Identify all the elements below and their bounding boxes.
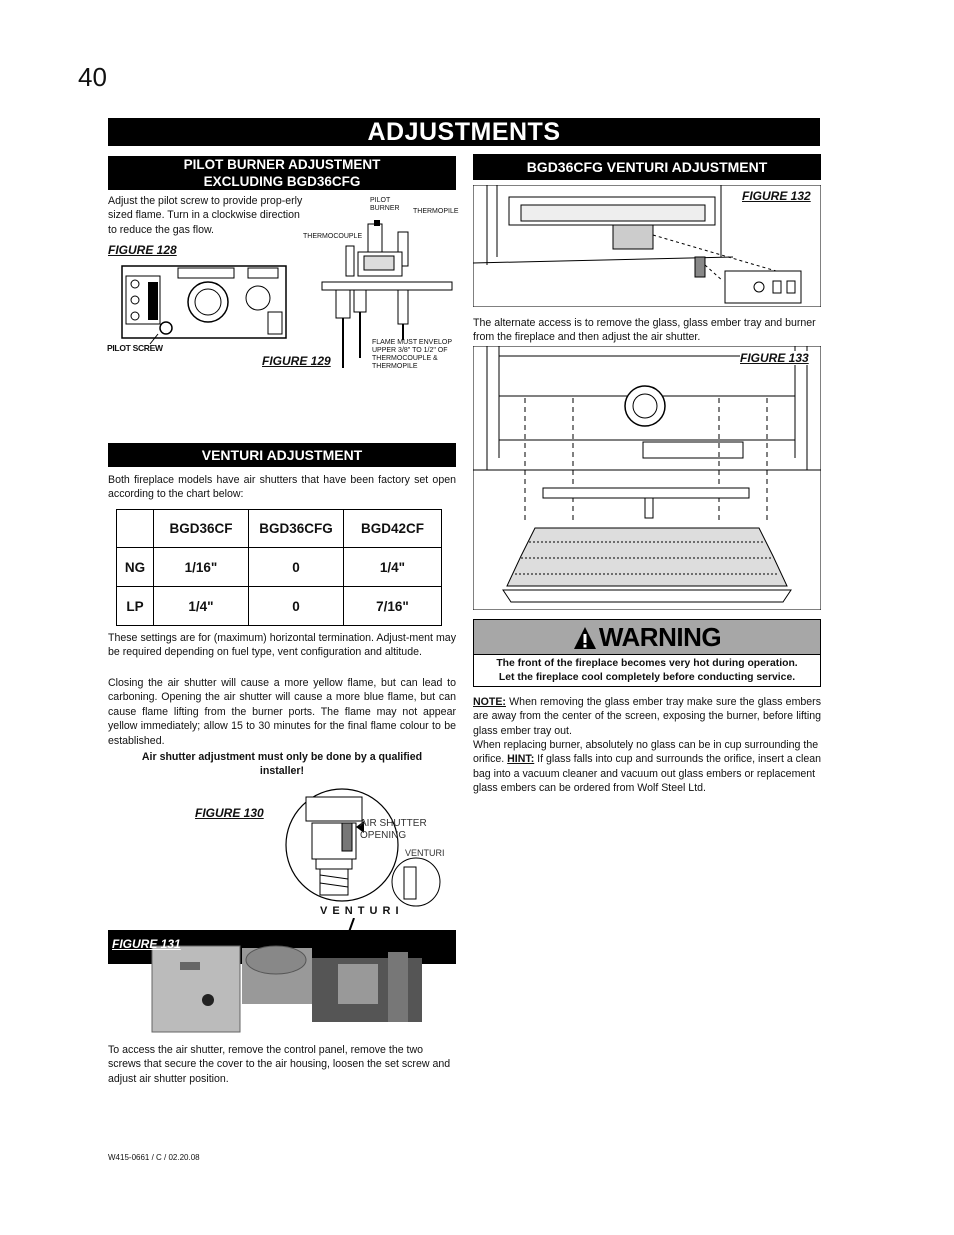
- warning-box: WARNING The front of the fireplace becom…: [473, 619, 821, 687]
- warning-line1: The front of the fireplace becomes very …: [496, 658, 798, 669]
- cell-lp-bgd36cfg: 0: [248, 586, 344, 626]
- air-shutter-table: BGD36CF BGD36CFG BGD42CF NG 1/16" 0 1/4"…: [116, 509, 442, 626]
- label-venturi-small: VENTURI: [405, 848, 445, 858]
- alternate-access-text: The alternate access is to remove the gl…: [473, 317, 816, 344]
- cell-ng-bgd36cfg: 0: [248, 547, 344, 587]
- venturi-para1: These settings are for (maximum) horizon…: [108, 632, 456, 659]
- hint-text: If glass falls into cup and surrounds th…: [473, 753, 822, 795]
- qualified-line1: Air shutter adjustment must only be done…: [141, 751, 423, 763]
- label-flame-note: FLAME MUST ENVELOP UPPER 3/8" TO 1/2" OF…: [372, 339, 452, 370]
- replacing-text: When replacing burner, absolutely no gla…: [473, 739, 819, 766]
- table-row-lp: LP 1/4" 0 7/16": [116, 586, 442, 626]
- page-title: ADJUSTMENTS: [108, 118, 820, 146]
- table-corner-cell: [116, 509, 154, 548]
- label-pilot-burner: PILOT BURNER: [370, 197, 400, 212]
- hint-label: HINT:: [507, 753, 535, 766]
- label-air-shutter-opening: AIR SHUTTER OPENING: [360, 818, 427, 841]
- table-header-row: BGD36CF BGD36CFG BGD42CF: [116, 509, 442, 548]
- note-paragraph: NOTE: When removing the glass ember tray…: [473, 695, 821, 738]
- figure-133-diagram: [473, 346, 821, 610]
- figure-129-label: FIGURE 129: [262, 354, 331, 368]
- pilot-heading: PILOT BURNER ADJUSTMENT EXCLUDING BGD36C…: [108, 156, 456, 190]
- pilot-heading-line2: EXCLUDING BGD36CFG: [203, 174, 361, 189]
- figure-132-diagram: [473, 185, 821, 307]
- warning-body: The front of the fireplace becomes very …: [474, 655, 820, 687]
- table-row-ng: NG 1/16" 0 1/4": [116, 547, 442, 587]
- venturi-pointer-line: [348, 918, 355, 932]
- row-label-lp: LP: [116, 586, 154, 626]
- warning-triangle-icon: [573, 627, 596, 649]
- table-header-bgd36cf: BGD36CF: [153, 509, 249, 548]
- cell-lp-bgd36cf: 1/4": [153, 586, 249, 626]
- label-venturi-big: V E N T U R I: [320, 905, 400, 917]
- note-text: When removing the glass ember tray make …: [473, 696, 821, 737]
- figure-130-label: FIGURE 130: [195, 806, 264, 820]
- figure-128-gas-valve: [121, 265, 287, 345]
- venturi-intro: Both fireplace models have air shutters …: [108, 474, 456, 501]
- figure-131-photo: [108, 930, 456, 1033]
- cell-ng-bgd36cf: 1/16": [153, 547, 249, 587]
- warning-header: WARNING: [474, 620, 820, 655]
- row-label-ng: NG: [116, 547, 154, 587]
- venturi-heading: VENTURI ADJUSTMENT: [108, 443, 456, 467]
- warning-line2: Let the fireplace cool completely before…: [498, 672, 796, 683]
- figure-128-label: FIGURE 128: [108, 243, 177, 257]
- page-number: 40: [78, 62, 107, 92]
- figure-129-pilot-assembly: [321, 220, 453, 368]
- qualified-installer-note: Air shutter adjustment must only be done…: [108, 750, 456, 779]
- venturi-para2: Closing the air shutter will cause a mor…: [108, 677, 456, 747]
- pilot-screw-label: PILOT SCREW: [107, 343, 163, 353]
- qualified-line2: installer!: [259, 765, 305, 778]
- label-thermopile: THERMOPILE: [413, 208, 459, 215]
- label-thermocouple: THERMOCOUPLE: [303, 233, 363, 240]
- note-label: NOTE:: [473, 696, 506, 708]
- pilot-heading-line1: PILOT BURNER ADJUSTMENT: [183, 157, 381, 172]
- figure-130-air-shutter: [285, 788, 441, 907]
- table-header-bgd42cf: BGD42CF: [343, 509, 442, 548]
- footer-doc-code: W415-0661 / C / 02.20.08: [108, 1153, 200, 1162]
- cell-ng-bgd42cf: 1/4": [343, 547, 442, 587]
- replacing-paragraph: When replacing burner, absolutely no gla…: [473, 738, 823, 796]
- access-text: To access the air shutter, remove the co…: [108, 1044, 451, 1085]
- bgd36cfg-heading: BGD36CFG VENTURI ADJUSTMENT: [473, 154, 821, 180]
- table-header-bgd36cfg: BGD36CFG: [248, 509, 344, 548]
- pilot-text: Adjust the pilot screw to provide prop-e…: [108, 195, 303, 236]
- figure-131-label: FIGURE 131: [112, 937, 181, 951]
- figure-133-label: FIGURE 133: [740, 351, 809, 365]
- figure-132-label: FIGURE 132: [742, 189, 811, 203]
- cell-lp-bgd42cf: 7/16": [343, 586, 442, 626]
- warning-title: WARNING: [598, 622, 722, 652]
